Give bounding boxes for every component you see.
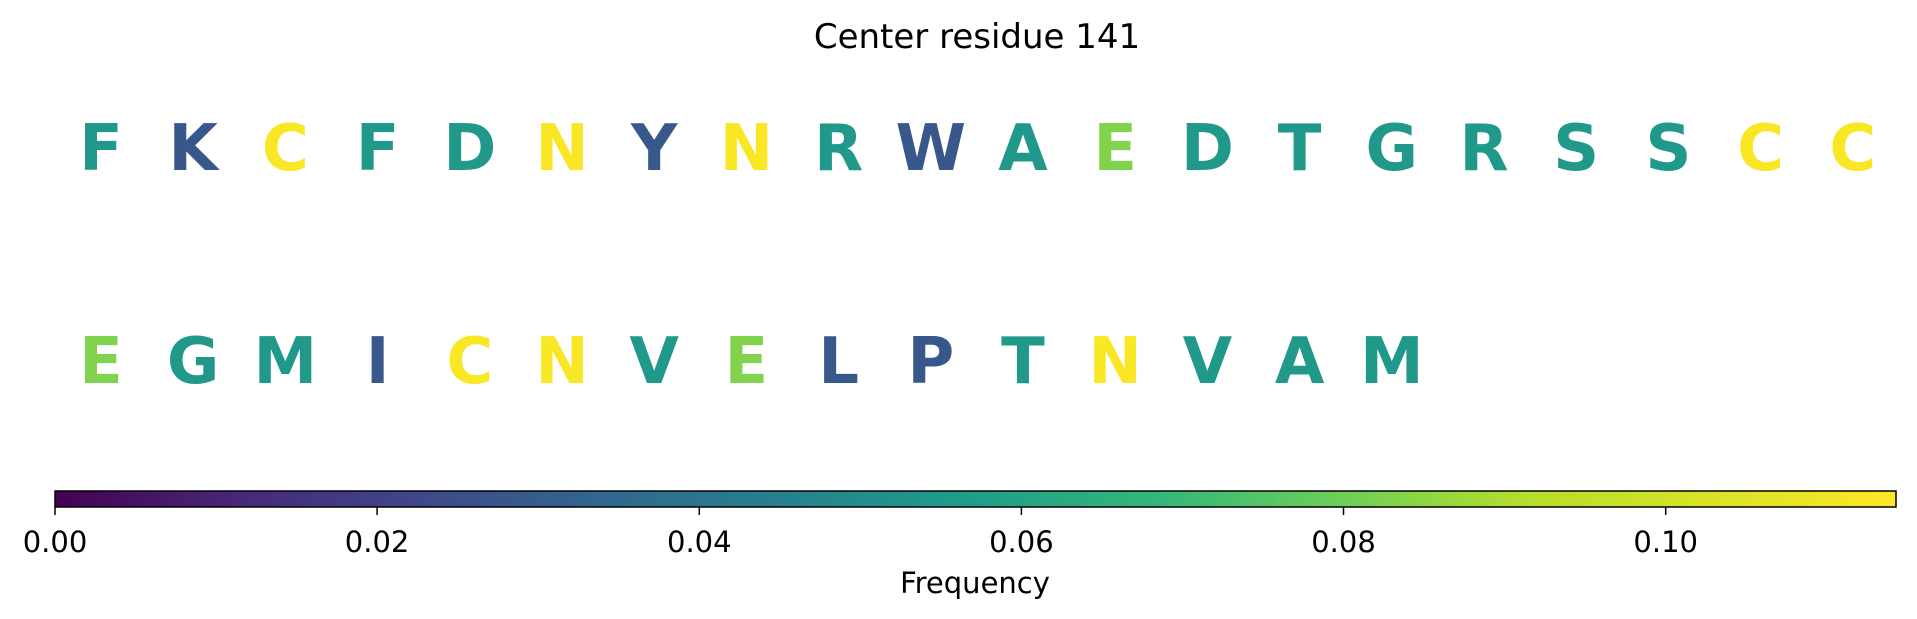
residue-letter: W (896, 112, 967, 186)
residue-letter: C (446, 325, 493, 399)
residue-letter: F (79, 112, 123, 186)
residue-letter: P (907, 325, 954, 399)
residue-letter: D (1181, 112, 1234, 186)
residue-letter: V (1183, 325, 1233, 399)
colorbar-tick-label: 0.10 (1633, 525, 1698, 559)
colorbar: 0.00 0.02 0.04 0.06 0.08 0.10 Frequency (23, 490, 1897, 600)
residue-letter: N (535, 112, 589, 186)
residue-letter: M (254, 325, 318, 399)
chart-title: Center residue 141 (814, 17, 1140, 57)
residue-letter: N (1088, 325, 1142, 399)
residue-letter: A (998, 112, 1048, 186)
residue-letter: C (1829, 112, 1876, 186)
colorbar-tick-label: 0.00 (23, 525, 88, 559)
residue-letter: R (814, 112, 863, 186)
residue-letter: S (1553, 112, 1599, 186)
residue-letter: E (725, 325, 769, 399)
residue-letter: L (818, 325, 859, 399)
colorbar-tick-label: 0.04 (667, 525, 732, 559)
residue-letter: V (629, 325, 679, 399)
colorbar-tick-label: 0.02 (345, 525, 410, 559)
residue-letter: Y (630, 112, 678, 186)
residue-letter: G (167, 325, 220, 399)
residue-letter: N (720, 112, 774, 186)
colorbar-tick-label: 0.08 (1311, 525, 1376, 559)
residue-letter: K (168, 112, 220, 186)
residue-letter: T (1278, 112, 1322, 186)
residue-letter: C (262, 112, 309, 186)
residue-letter: C (1737, 112, 1784, 186)
colorbar-tick-label: 0.06 (989, 525, 1054, 559)
residue-letter: I (366, 325, 390, 399)
colorbar-gradient (54, 490, 1897, 508)
residue-letter: N (535, 325, 589, 399)
residue-letter: E (1093, 112, 1137, 186)
residue-letter: E (79, 325, 123, 399)
colorbar-label: Frequency (900, 566, 1050, 600)
residue-letter: S (1645, 112, 1691, 186)
residue-letter: A (1275, 325, 1325, 399)
residue-letter: G (1366, 112, 1419, 186)
residue-letter: D (443, 112, 496, 186)
residue-letter: T (1001, 325, 1045, 399)
residue-letter: M (1360, 325, 1424, 399)
colorbar-ticks: 0.00 0.02 0.04 0.06 0.08 0.10 (23, 507, 1698, 559)
residue-letter: R (1459, 112, 1508, 186)
residue-letter: F (356, 112, 400, 186)
